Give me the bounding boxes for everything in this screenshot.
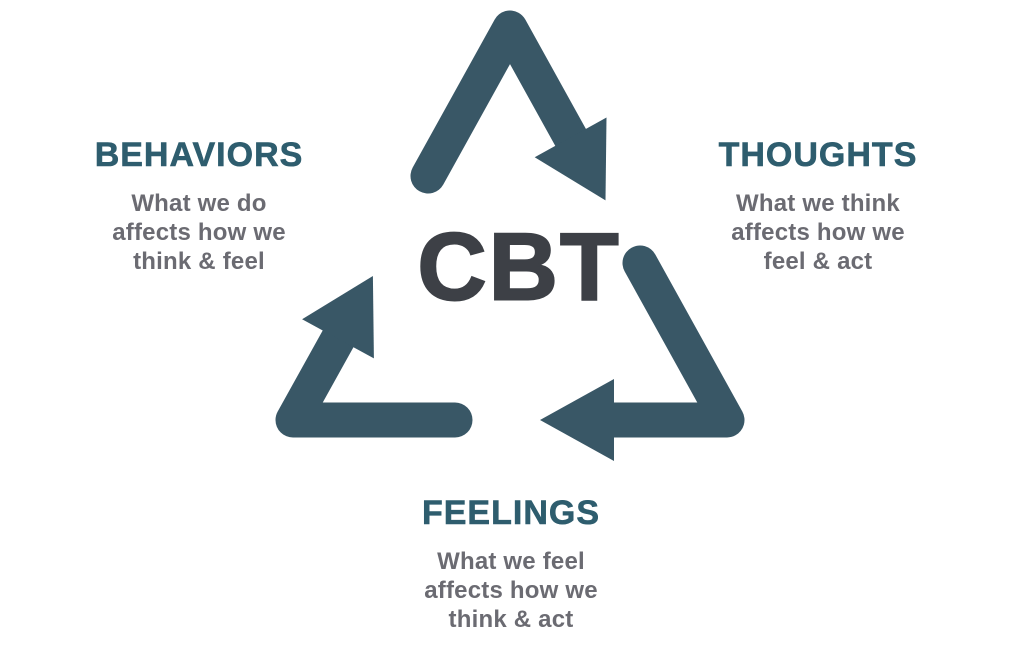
cycle-arrow-top-shaft bbox=[410, 10, 589, 194]
feelings-description-line-2: affects how we bbox=[424, 577, 598, 604]
thoughts-description-line-3: feel & act bbox=[763, 248, 873, 275]
feelings-description: What we feel affects how we think & act bbox=[371, 547, 651, 634]
thoughts-description-line-2: affects how we bbox=[731, 219, 905, 246]
behaviors-description-line-1: What we do bbox=[131, 190, 267, 217]
node-behaviors: BEHAVIORS What we do affects how we thin… bbox=[59, 138, 339, 276]
thoughts-heading: THOUGHTS bbox=[718, 136, 918, 174]
feelings-heading: FEELINGS bbox=[421, 494, 601, 532]
cycle-arrow-top-icon bbox=[410, 10, 607, 201]
behaviors-description-line-3: think & feel bbox=[133, 248, 265, 275]
feelings-description-line-3: think & act bbox=[448, 606, 574, 633]
cycle-arrow-right-shaft bbox=[596, 245, 745, 438]
cycle-arrow-bottom-left-head bbox=[302, 276, 374, 359]
thoughts-description-line-1: What we think bbox=[736, 190, 900, 217]
behaviors-description: What we do affects how we think & feel bbox=[59, 189, 339, 276]
cycle-arrow-bottom-left-shaft bbox=[275, 321, 473, 438]
node-thoughts: THOUGHTS What we think affects how we fe… bbox=[678, 138, 958, 276]
cycle-arrow-bottom-left-icon bbox=[275, 276, 473, 438]
behaviors-heading: BEHAVIORS bbox=[94, 136, 304, 174]
feelings-description-line-1: What we feel bbox=[437, 548, 585, 575]
behaviors-description-line-2: affects how we bbox=[112, 219, 286, 246]
cycle-arrow-right-icon bbox=[540, 245, 745, 461]
center-label-cbt: CBT bbox=[416, 213, 621, 322]
thoughts-description: What we think affects how we feel & act bbox=[678, 189, 958, 276]
node-feelings: FEELINGS What we feel affects how we thi… bbox=[371, 496, 651, 634]
cycle-arrow-top-head bbox=[534, 117, 607, 201]
cycle-arrow-right-head bbox=[540, 379, 614, 461]
